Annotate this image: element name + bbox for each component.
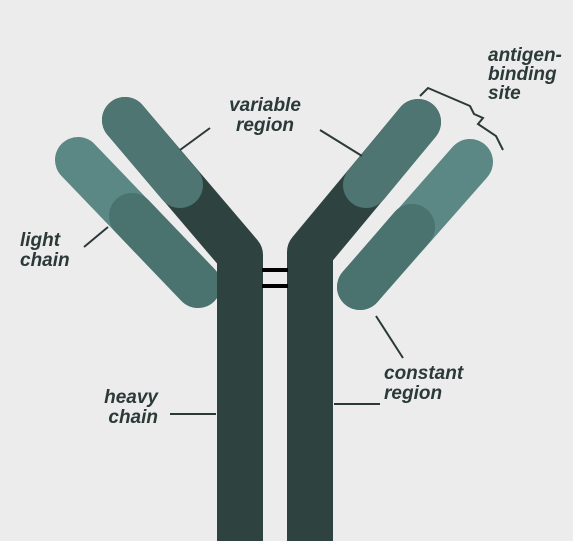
left-heavy-chain [125, 120, 263, 541]
right-heavy-chain [287, 122, 418, 541]
variable-region-pointer-right [320, 130, 362, 156]
disulfide-bonds [262, 270, 288, 286]
light-chain-pointer [84, 227, 108, 247]
antigen-binding-site-label: antigen- binding site [488, 46, 562, 103]
heavy-chain-label: heavy chain [64, 388, 158, 428]
light-chain-label: light chain [20, 231, 70, 271]
constant-region-label: constant region [384, 364, 463, 404]
variable-region-label: variable region [205, 96, 325, 136]
constant-region-pointer [376, 316, 403, 358]
